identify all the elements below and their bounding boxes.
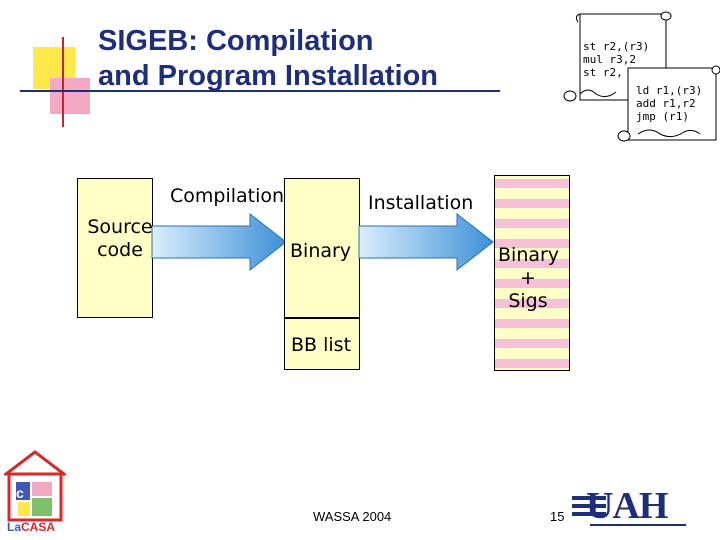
title-decoration-pink-square — [50, 78, 90, 114]
code-scroll-front — [617, 65, 720, 142]
uah-logo-text: UAH — [586, 485, 668, 527]
code-line: mul r3,2 — [583, 53, 636, 66]
page-number: 15 — [550, 509, 565, 524]
binary-sigs-box — [494, 175, 570, 371]
code-line: st r2, — [583, 66, 623, 79]
installation-label: Installation — [368, 192, 474, 214]
slide-title: SIGEB: Compilation and Program Installat… — [98, 25, 438, 92]
installation-arrow — [358, 212, 494, 272]
code-scroll-illustration — [563, 11, 720, 142]
code-line: st r2,(r3) — [583, 40, 650, 53]
bb-list-label: BB list — [291, 334, 352, 356]
code-line: jmp (r1) — [636, 110, 689, 123]
code-line: add r1,r2 — [636, 97, 696, 110]
source-code-box — [77, 178, 153, 318]
compilation-label: Compilation — [170, 185, 285, 207]
binary-sigs-label: Binary + Sigs — [498, 244, 560, 312]
svg-text:c: c — [16, 485, 24, 501]
title-underline — [20, 90, 500, 92]
code-line: ld r1,(r3) — [636, 84, 703, 97]
uah-emblem — [572, 496, 606, 516]
scroll-front-code: ld r1,(r3) add r1,r2 jmp (r1) — [636, 84, 702, 123]
uah-underline — [590, 524, 686, 526]
bb-list-box — [284, 318, 360, 370]
binary-box — [284, 178, 360, 318]
lacasa-casa: CASA — [21, 520, 56, 534]
lacasa-la: La — [7, 520, 22, 534]
footer-center: WASSA 2004 — [313, 509, 392, 524]
compilation-arrow — [151, 212, 287, 272]
title-decoration-vertical-line — [62, 37, 64, 127]
lacasa-logo: c — [4, 450, 66, 522]
binary-label: Binary — [290, 240, 352, 262]
source-code-label: Source code — [87, 216, 153, 261]
scroll-back-code: st r2,(r3) mul r3,2 st r2, — [583, 40, 649, 79]
lacasa-logo-text: LaCASA — [7, 520, 55, 534]
